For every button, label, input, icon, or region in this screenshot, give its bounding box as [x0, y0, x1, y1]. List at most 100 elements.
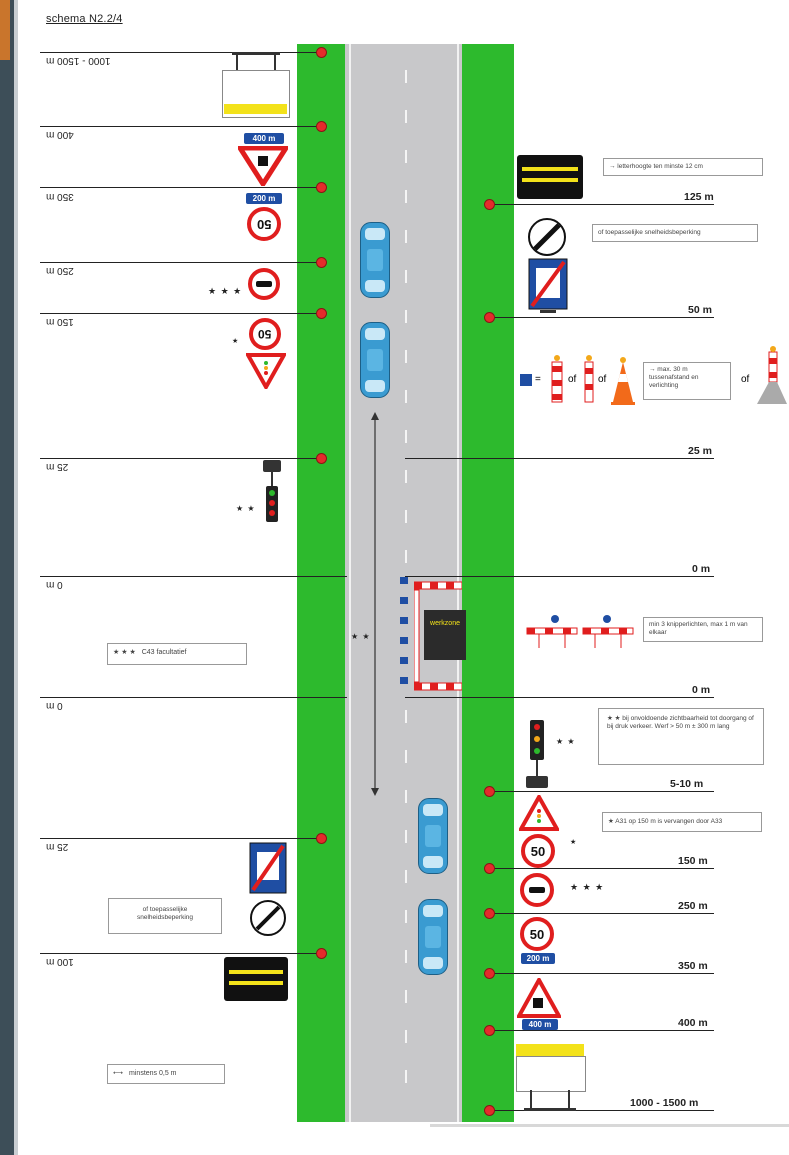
single-star-marker: ★ [570, 839, 578, 846]
lane-dash [405, 230, 407, 243]
speed-value: 50 [529, 926, 545, 942]
distance-label-right: 150 m [678, 855, 708, 867]
flashers-note: min 3 knipperlichten, max 1 m van elkaar [643, 617, 763, 642]
distance-label-right: 0 m [692, 684, 711, 696]
lane-dash [405, 430, 407, 443]
triple-star-marker: ★ ★ ★ [570, 882, 605, 892]
traffic-light-warning-sign-icon [246, 353, 286, 389]
no-overtaking-sign-icon [248, 268, 280, 300]
distance-line-right [489, 868, 714, 869]
distance-label-right: 400 m [678, 1017, 708, 1029]
spacing-note: → max. 30 m tussenafstand en verlichting [643, 362, 731, 400]
c43-optional-text: C43 facultatief [141, 649, 187, 656]
lane-dash [405, 510, 407, 523]
double-star-marker: ★ ★ [556, 737, 576, 746]
distance-label-right: 5-10 m [670, 778, 704, 790]
distance-label-right: 0 m [692, 563, 711, 575]
lane-dash [405, 830, 407, 843]
distance-plate-200: 200 m [246, 193, 282, 204]
marker-dot [484, 1105, 495, 1116]
distance-label-left: 0 m [46, 579, 63, 590]
single-star-marker: ★ [232, 338, 240, 345]
end-narrowing-sign-icon [249, 842, 287, 894]
distance-label-left: 1000 - 1500 m [46, 55, 111, 66]
lane-dash [405, 270, 407, 283]
c43-optional-note: ★ ★ ★ C43 facultatief [107, 643, 247, 665]
left-barrier-lights [400, 575, 408, 697]
distance-plate-200: 200 m [521, 953, 555, 964]
distance-label-right: 350 m [678, 960, 708, 972]
window-edge-shadow [14, 0, 18, 1155]
marker-dot [484, 312, 495, 323]
marker-dot [484, 1025, 495, 1036]
arrow-panel-icon [517, 155, 583, 199]
traffic-light-icon [526, 720, 550, 790]
flasher-barriers-icon [526, 615, 634, 648]
window-edge [0, 0, 14, 1155]
lane-dash [405, 990, 407, 1003]
lane-dash [405, 150, 407, 163]
distance-line-right [489, 317, 714, 318]
traffic-cone-icon [611, 357, 635, 405]
workzone-label: werkzone [430, 620, 460, 627]
distance-line-left [40, 838, 320, 839]
distance-line-right [489, 204, 714, 205]
marker-dot [316, 47, 327, 58]
speed-limit-note-right: of toepasselijke snelheidsbeperking [592, 224, 758, 242]
marker-dot [316, 948, 327, 959]
speed-value: 50 [256, 216, 272, 232]
distance-line-left [40, 187, 320, 188]
triple-star-marker: ★ ★ ★ [113, 649, 136, 656]
distance-line-right [489, 973, 714, 974]
distance-plate-400: 400 m [522, 1019, 558, 1030]
beacon-icon [584, 355, 594, 403]
weighted-beacon-icon [757, 346, 787, 404]
distance-label-right: 250 m [678, 900, 708, 912]
blue-square-icon [520, 374, 532, 386]
distance-plate-400: 400 m [244, 133, 284, 144]
distance-line-left [40, 52, 320, 53]
length-arrow-icon [371, 412, 379, 796]
workzone-area: werkzone [424, 610, 466, 660]
lane-dash [405, 110, 407, 123]
distance-label-right: 25 m [688, 445, 712, 457]
distance-label-right: 1000 - 1500 m [630, 1097, 699, 1109]
marker-dot [484, 968, 495, 979]
marker-dot [316, 257, 327, 268]
marker-dot [316, 182, 327, 193]
or-label: of [568, 374, 577, 385]
speed-limit-sign-icon: 50 [520, 917, 554, 951]
car-icon [418, 798, 448, 874]
distance-line-left [40, 126, 320, 127]
speed-value: 50 [530, 843, 546, 859]
lane-dash [405, 1070, 407, 1083]
distance-label-left: 400 m [46, 129, 74, 140]
speed-limit-note-left: of toepasselijke snelheidsbeperking [108, 898, 222, 934]
lane-dash [405, 350, 407, 363]
traffic-light-warning-sign-icon [519, 795, 559, 831]
distance-label-left: 25 m [46, 841, 69, 852]
min-width-note: ⟷minstens 0,5 m [107, 1064, 225, 1084]
lane-dash [405, 1030, 407, 1043]
left-verge [297, 44, 345, 1122]
info-signboard-icon [516, 1044, 586, 1112]
traffic-light-icon [262, 460, 284, 530]
distance-line-right [489, 791, 714, 792]
lane-dash [405, 950, 407, 963]
lane-dash [405, 550, 407, 563]
lane-dash [405, 870, 407, 883]
triple-star-marker: ★ ★ ★ [208, 286, 243, 296]
car-icon [360, 222, 390, 298]
marker-dot [316, 121, 327, 132]
right-verge [462, 44, 514, 1122]
distance-label-left: 250 m [46, 265, 74, 276]
schema-title: schema N2.2/4 [46, 13, 123, 25]
left-edge-line [349, 44, 351, 1122]
lane-dash [405, 750, 407, 763]
lane-dash [405, 470, 407, 483]
marker-dot [316, 833, 327, 844]
marker-dot [484, 863, 495, 874]
distance-line-right [489, 1030, 714, 1031]
min-width-text: minstens 0,5 m [129, 1070, 177, 1077]
lane-dash [405, 70, 407, 83]
